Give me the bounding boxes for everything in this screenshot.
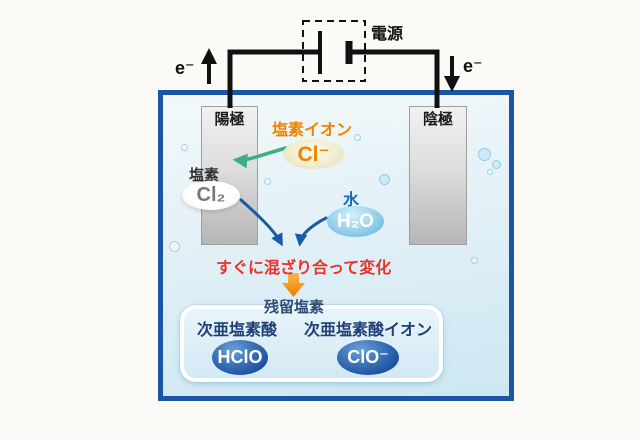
water-ellipse: H₂O <box>327 206 384 237</box>
hypochlorous-acid-name: 次亜塩素酸 <box>196 322 277 339</box>
hypochlorite-ion-name: 次亜塩素酸イオン <box>303 322 432 339</box>
cathode-label: 陰極 <box>422 111 453 128</box>
hypochlorite-ion-ellipse: ClO⁻ <box>337 340 399 375</box>
mix-caption: すぐに混ざり合って変化 <box>216 260 392 277</box>
electron-arrow-up-icon <box>201 48 217 84</box>
chloride-ion-name: 塩素イオン <box>272 122 353 139</box>
chlorine-name: 塩素 <box>189 167 220 184</box>
bubble <box>471 257 478 264</box>
chlorine-ellipse: Cl₂ <box>182 181 240 210</box>
anode-label: 陽極 <box>214 111 245 128</box>
bubble <box>264 178 271 185</box>
cathode-electrode <box>409 106 467 245</box>
bubble <box>487 169 493 175</box>
bubble <box>478 148 491 161</box>
bubble <box>169 241 180 252</box>
water-name: 水 <box>343 192 360 209</box>
bubble <box>354 134 361 141</box>
power-source-label: 電源 <box>371 26 404 43</box>
bubble <box>379 174 390 185</box>
power-source-dashed-box <box>302 20 366 82</box>
bubble <box>492 160 501 169</box>
electron-label-left: e⁻ <box>175 58 195 78</box>
electron-label-right: e⁻ <box>463 56 483 76</box>
electron-arrow-down-icon <box>444 56 460 92</box>
chloride-ion-ellipse: Cl⁻ <box>283 139 344 169</box>
hypochlorous-acid-ellipse: HClO <box>212 340 268 375</box>
bubble <box>181 144 188 151</box>
residual-chlorine-label: 残留塩素 <box>263 299 324 316</box>
